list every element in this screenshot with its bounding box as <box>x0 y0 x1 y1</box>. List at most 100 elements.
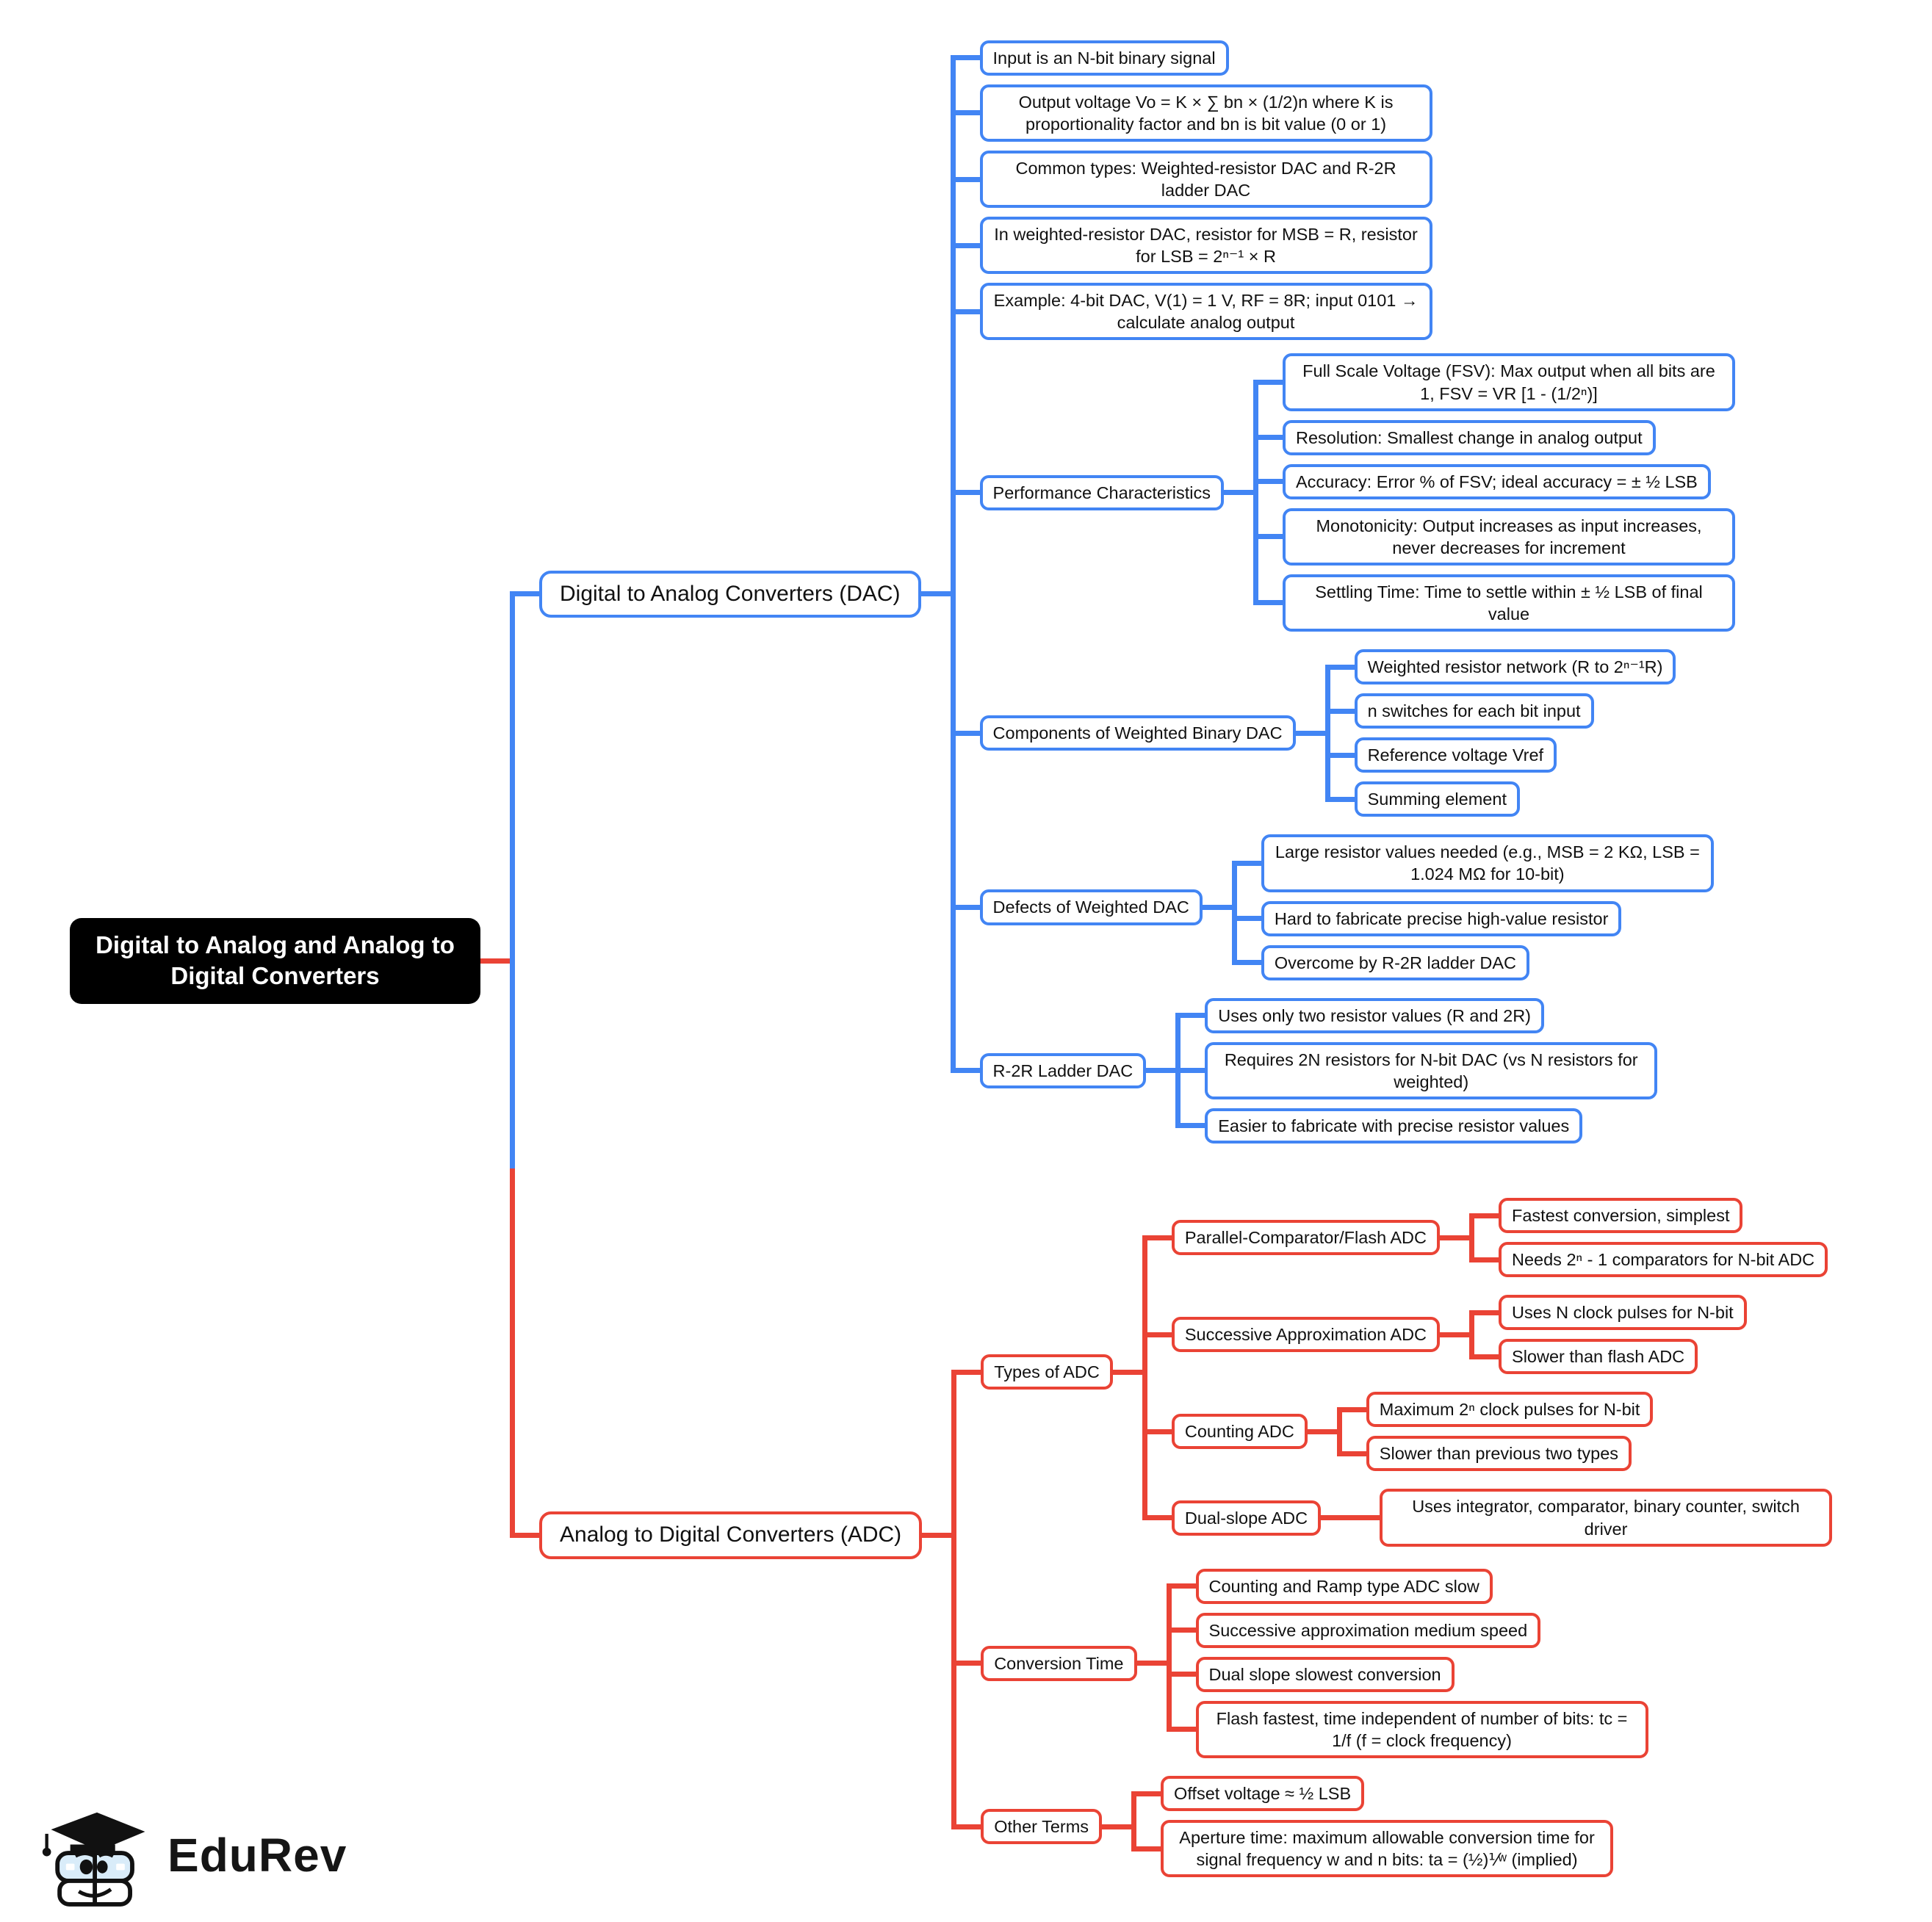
connector-node-counting-and-ramp-type-adc: Counting and Ramp type ADC slow <box>1166 1564 1648 1608</box>
node-slower-than-flash-adc[interactable]: Slower than flash ADC <box>1499 1339 1698 1375</box>
node-maximum-2-clock-pulses-for[interactable]: Maximum 2ⁿ clock pulses for N-bit <box>1366 1392 1654 1428</box>
node-uses-integrator-comparator-binary-counter[interactable]: Uses integrator, comparator, binary coun… <box>1380 1489 1833 1547</box>
node-dual-slope-adc[interactable]: Dual-slope ADC <box>1171 1500 1322 1536</box>
node-summing-element[interactable]: Summing element <box>1354 781 1520 817</box>
connector-node-output-voltage-vo-k-bn: Output voltage Vo = K × ∑ bn × (1/2)n wh… <box>950 79 1735 147</box>
connector-node-successive-approximation-adc: Successive Approximation ADC Uses N clock… <box>1142 1286 1832 1384</box>
node-resolution-smallest-change-in-analog[interactable]: Resolution: Smallest change in analog ou… <box>1283 419 1656 455</box>
node-weighted-resistor-network-r-to[interactable]: Weighted resistor network (R to 2ⁿ⁻¹R) <box>1354 649 1676 685</box>
connector-node-fastest-conversion-simplest: Fastest conversion, simplest <box>1469 1193 1828 1238</box>
node-defects-of-weighted-dac[interactable]: Defects of Weighted DAC <box>979 889 1203 925</box>
node-successive-approximation-medium-speed[interactable]: Successive approximation medium speed <box>1195 1612 1541 1648</box>
edurev-logo-text: EduRev <box>167 1829 347 1882</box>
node-uses-n-clock-pulses-for[interactable]: Uses N clock pulses for N-bit <box>1499 1295 1747 1331</box>
connector-node-defects-of-weighted-dac: Defects of Weighted DAC Large resistor va… <box>950 825 1735 989</box>
node-r-2r-ladder-dac[interactable]: R-2R Ladder DAC <box>979 1052 1147 1088</box>
children-of-node-analog-to-digital-converters-adc: Types of ADC Parallel-Comparator/Flash AD… <box>922 1185 1833 1886</box>
connector-node-requires-2n-resistors-for-n: Requires 2N resistors for N-bit DAC (vs … <box>1175 1037 1658 1105</box>
branch-node-common-types-weighted-resistor-dac: Common types: Weighted-resistor DAC and … <box>979 150 1432 209</box>
node-counting-and-ramp-type-adc[interactable]: Counting and Ramp type ADC slow <box>1195 1568 1493 1604</box>
node-common-types-weighted-resistor-dac[interactable]: Common types: Weighted-resistor DAC and … <box>979 150 1432 209</box>
branch-node-fastest-conversion-simplest: Fastest conversion, simplest <box>1499 1198 1743 1234</box>
branch-node-monotonicity-output-increases-as-input: Monotonicity: Output increases as input … <box>1283 507 1735 566</box>
node-n-switches-for-each-bit[interactable]: n switches for each bit input <box>1354 693 1594 729</box>
branch-node-uses-only-two-resistor-values: Uses only two resistor values (R and 2R) <box>1205 997 1544 1033</box>
node-types-of-adc[interactable]: Types of ADC <box>981 1354 1113 1390</box>
children-of-node-r-2r-ladder-dac: Uses only two resistor values (R and 2R)… <box>1146 994 1658 1148</box>
branch-node-slower-than-flash-adc: Slower than flash ADC <box>1499 1339 1698 1375</box>
node-fastest-conversion-simplest[interactable]: Fastest conversion, simplest <box>1499 1198 1743 1234</box>
node-full-scale-voltage-fsv-max[interactable]: Full Scale Voltage (FSV): Max output whe… <box>1283 353 1735 411</box>
node-output-voltage-vo-k-bn[interactable]: Output voltage Vo = K × ∑ bn × (1/2)n wh… <box>979 84 1432 142</box>
connector-node-settling-time-time-to-settle: Settling Time: Time to settle within ± ½… <box>1253 569 1735 636</box>
node-monotonicity-output-increases-as-input[interactable]: Monotonicity: Output increases as input … <box>1283 507 1735 566</box>
root-node[interactable]: Digital to Analog and Analog to Digital … <box>70 918 480 1004</box>
children-of-root: Digital to Analog Converters (DAC)Input … <box>480 20 1833 1903</box>
node-counting-adc[interactable]: Counting ADC <box>1171 1414 1308 1450</box>
connector-node-n-switches-for-each-bit: n switches for each bit input <box>1324 689 1676 734</box>
node-parallel-comparator-flash-adc[interactable]: Parallel-Comparator/Flash ADC <box>1171 1220 1440 1256</box>
branch-root: Digital to Analog and Analog to Digital … <box>70 20 1833 1903</box>
connector-node-dual-slope-slowest-conversion: Dual slope slowest conversion <box>1166 1652 1648 1697</box>
connector-node-easier-to-fabricate-with-precise: Easier to fabricate with precise resisto… <box>1175 1103 1657 1148</box>
node-accuracy-error-of-fsv-ideal[interactable]: Accuracy: Error % of FSV; ideal accuracy… <box>1283 463 1711 499</box>
branch-node-components-of-weighted-binary-dac: Components of Weighted Binary DAC Weighte… <box>979 645 1676 821</box>
node-performance-characteristics[interactable]: Performance Characteristics <box>979 474 1224 510</box>
node-overcome-by-r-2r-ladder[interactable]: Overcome by R-2R ladder DAC <box>1261 944 1529 980</box>
branch-node-resolution-smallest-change-in-analog: Resolution: Smallest change in analog ou… <box>1283 419 1656 455</box>
connector-node-reference-voltage-vref: Reference voltage Vref <box>1324 733 1676 778</box>
connector-node-large-resistor-values-needed-e: Large resistor values needed (e.g., MSB … <box>1231 830 1714 897</box>
branch-node-counting-and-ramp-type-adc: Counting and Ramp type ADC slow <box>1195 1568 1493 1604</box>
node-settling-time-time-to-settle[interactable]: Settling Time: Time to settle within ± ½… <box>1283 574 1735 632</box>
connector-node-monotonicity-output-increases-as-input: Monotonicity: Output increases as input … <box>1253 503 1735 571</box>
node-reference-voltage-vref[interactable]: Reference voltage Vref <box>1354 737 1557 773</box>
branch-node-easier-to-fabricate-with-precise: Easier to fabricate with precise resisto… <box>1205 1108 1583 1144</box>
connector-node-resolution-smallest-change-in-analog: Resolution: Smallest change in analog ou… <box>1253 415 1735 460</box>
branch-node-performance-characteristics: Performance Characteristics Full Scale Vo… <box>979 349 1735 636</box>
node-components-of-weighted-binary-dac[interactable]: Components of Weighted Binary DAC <box>979 715 1296 751</box>
node-easier-to-fabricate-with-precise[interactable]: Easier to fabricate with precise resisto… <box>1205 1108 1583 1144</box>
connector-node-common-types-weighted-resistor-dac: Common types: Weighted-resistor DAC and … <box>950 145 1735 213</box>
node-requires-2n-resistors-for-n[interactable]: Requires 2N resistors for N-bit DAC (vs … <box>1205 1041 1658 1099</box>
connector-node-slower-than-previous-two-types: Slower than previous two types <box>1336 1431 1654 1475</box>
node-analog-to-digital-converters-adc[interactable]: Analog to Digital Converters (ADC) <box>539 1511 923 1559</box>
node-successive-approximation-adc[interactable]: Successive Approximation ADC <box>1171 1317 1441 1353</box>
branch-node-uses-n-clock-pulses-for: Uses N clock pulses for N-bit <box>1499 1295 1747 1331</box>
node-hard-to-fabricate-precise-high[interactable]: Hard to fabricate precise high-value res… <box>1261 900 1622 936</box>
node-in-weighted-resistor-dac-resistor[interactable]: In weighted-resistor DAC, resistor for M… <box>979 217 1432 275</box>
node-flash-fastest-time-independent-of[interactable]: Flash fastest, time independent of numbe… <box>1195 1700 1648 1759</box>
node-slower-than-previous-two-types[interactable]: Slower than previous two types <box>1366 1436 1632 1472</box>
node-other-terms[interactable]: Other Terms <box>981 1809 1103 1845</box>
children-of-node-dual-slope-adc: Uses integrator, comparator, binary coun… <box>1321 1484 1833 1550</box>
node-example-4-bit-dac-v[interactable]: Example: 4-bit DAC, V(1) = 1 V, RF = 8R;… <box>979 283 1432 341</box>
children-of-node-performance-characteristics: Full Scale Voltage (FSV): Max output whe… <box>1224 349 1735 636</box>
node-large-resistor-values-needed-e[interactable]: Large resistor values needed (e.g., MSB … <box>1261 834 1714 892</box>
node-conversion-time[interactable]: Conversion Time <box>981 1645 1137 1681</box>
node-needs-2-1-comparators-for[interactable]: Needs 2ⁿ - 1 comparators for N-bit ADC <box>1499 1242 1828 1278</box>
branch-node-settling-time-time-to-settle: Settling Time: Time to settle within ± ½… <box>1283 574 1735 632</box>
node-uses-only-two-resistor-values[interactable]: Uses only two resistor values (R and 2R) <box>1205 997 1544 1033</box>
branch-node-full-scale-voltage-fsv-max: Full Scale Voltage (FSV): Max output whe… <box>1283 353 1735 411</box>
connector-node-digital-to-analog-converters-dac: Digital to Analog Converters (DAC)Input … <box>510 20 1832 1169</box>
connector-node-overcome-by-r-2r-ladder: Overcome by R-2R ladder DAC <box>1231 940 1714 985</box>
node-offset-voltage-lsb[interactable]: Offset voltage ≈ ½ LSB <box>1161 1776 1365 1812</box>
branch-node-offset-voltage-lsb: Offset voltage ≈ ½ LSB <box>1161 1776 1365 1812</box>
node-dual-slope-slowest-conversion[interactable]: Dual slope slowest conversion <box>1195 1656 1455 1692</box>
node-digital-to-analog-converters-dac[interactable]: Digital to Analog Converters (DAC) <box>539 570 921 618</box>
node-input-is-an-n-bit[interactable]: Input is an N-bit binary signal <box>979 40 1229 76</box>
branch-node-large-resistor-values-needed-e: Large resistor values needed (e.g., MSB … <box>1261 834 1714 892</box>
connector-node-analog-to-digital-converters-adc: Analog to Digital Converters (ADC)Types … <box>510 1168 1833 1902</box>
connector-node-aperture-time-maximum-allowable-conversion: Aperture time: maximum allowable convers… <box>1131 1816 1614 1882</box>
connector-node-input-is-an-n-bit: Input is an N-bit binary signal <box>950 36 1735 80</box>
node-aperture-time-maximum-allowable-conversion[interactable]: Aperture time: maximum allowable convers… <box>1161 1820 1614 1878</box>
